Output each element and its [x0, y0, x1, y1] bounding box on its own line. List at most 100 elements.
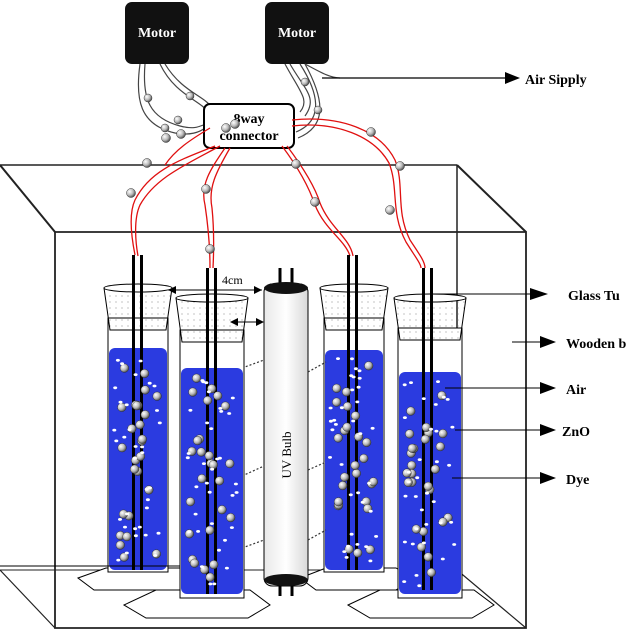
zno-particle	[212, 582, 217, 586]
air-bubble	[405, 429, 415, 439]
air-bubble	[421, 422, 431, 432]
zno-particle	[234, 491, 239, 494]
eight-way-connector: 8way connector	[203, 103, 295, 149]
zno-particle	[349, 532, 354, 536]
zno-particle	[355, 400, 360, 404]
zno-particle	[204, 481, 209, 485]
air-supply-arrow: Air Sipply	[322, 72, 587, 88]
air-bubble	[343, 401, 353, 411]
air-bubble	[435, 442, 445, 452]
air-bubble	[334, 497, 344, 507]
air-bubble	[368, 477, 378, 487]
zno-particle	[450, 425, 455, 429]
zno-particle	[152, 384, 157, 388]
zno-particle	[415, 476, 420, 480]
zno-particle	[346, 544, 351, 548]
zno-particle	[368, 509, 373, 513]
zno-particle	[402, 383, 407, 387]
zno-particle	[440, 557, 445, 561]
zno-particle	[155, 409, 159, 412]
air-bubble	[189, 558, 199, 568]
air-bubble	[193, 436, 203, 446]
zno-particle	[140, 451, 145, 454]
glass-tube-callout: Glass Tu	[430, 288, 620, 304]
zno-particle	[367, 481, 372, 485]
uv-bulb-label: UV Bulb	[279, 431, 294, 478]
zno-particle	[194, 485, 199, 489]
air-bubble	[220, 401, 230, 411]
zno-particle	[133, 456, 137, 460]
air-bubble	[332, 383, 342, 393]
zno-particle	[124, 403, 129, 407]
zno-particle	[143, 533, 148, 537]
zno-particle	[449, 520, 454, 524]
zno-particle	[434, 460, 439, 464]
air-bubble	[225, 459, 235, 469]
air-bubble	[365, 545, 375, 555]
zno-particle	[185, 456, 190, 460]
zno-particle	[230, 494, 235, 497]
wooden-box-label: Wooden b	[566, 337, 627, 352]
zno-particle	[156, 531, 161, 535]
air-bubble	[152, 391, 162, 401]
zno-particle	[224, 566, 229, 570]
zno-particle	[118, 400, 123, 404]
air-bubble	[351, 468, 361, 478]
air-bubble	[204, 451, 214, 461]
zno-particle	[208, 582, 213, 586]
zno-particle	[330, 428, 335, 432]
zno-particle	[410, 542, 415, 546]
zno-particle	[210, 467, 215, 471]
zno-particle	[138, 359, 143, 363]
air-bubble	[135, 420, 145, 430]
zno-particle	[402, 540, 407, 544]
air-bubble	[208, 460, 218, 470]
air-bubble	[140, 369, 150, 379]
air-bubble	[333, 433, 343, 443]
zno-particle	[127, 428, 132, 431]
zno-particle	[123, 525, 127, 529]
zno-particle	[344, 556, 349, 559]
zno-particle	[120, 362, 125, 366]
zno-particle	[403, 494, 408, 498]
wooden-box-callout: Wooden b	[512, 336, 627, 352]
zno-particle	[204, 381, 209, 385]
zno-particle	[356, 491, 361, 495]
glass-cylinder-2	[122, 268, 271, 619]
air-bubble	[188, 387, 198, 397]
zno-particle	[433, 403, 438, 406]
zno-particle	[358, 432, 363, 435]
zno-particle	[431, 500, 436, 503]
zno-particle	[328, 406, 333, 410]
air-bubble	[205, 525, 215, 535]
zno-particle	[233, 482, 238, 486]
zno-particle	[207, 490, 212, 494]
zno-particle	[205, 421, 210, 425]
zno-particle	[328, 456, 332, 459]
air-bubble	[423, 481, 433, 491]
zno-particle	[406, 480, 411, 484]
air-bubble	[115, 540, 125, 550]
zno-particle	[125, 512, 129, 516]
zno-particle	[188, 408, 193, 412]
air-bubbles	[115, 361, 453, 582]
air-bubble	[364, 361, 374, 371]
air-bubble	[137, 434, 147, 444]
zno-particle	[414, 574, 419, 577]
air-bubble	[196, 447, 206, 457]
air-bubble	[209, 560, 219, 570]
zno-particle	[144, 487, 149, 491]
air-bubble	[426, 568, 436, 578]
zno-particle	[417, 584, 422, 588]
air-bubble	[359, 453, 369, 463]
zno-particle	[350, 357, 354, 361]
zno-particle	[438, 521, 443, 525]
zno-particle	[223, 538, 227, 542]
zno-particle	[209, 427, 214, 430]
tube-beads	[126, 119, 405, 254]
zno-particle	[406, 470, 411, 474]
air-bubble	[420, 434, 430, 444]
zno-particle	[133, 534, 138, 538]
air-label: Air	[566, 383, 586, 398]
distance-label: 4cm	[222, 273, 243, 287]
